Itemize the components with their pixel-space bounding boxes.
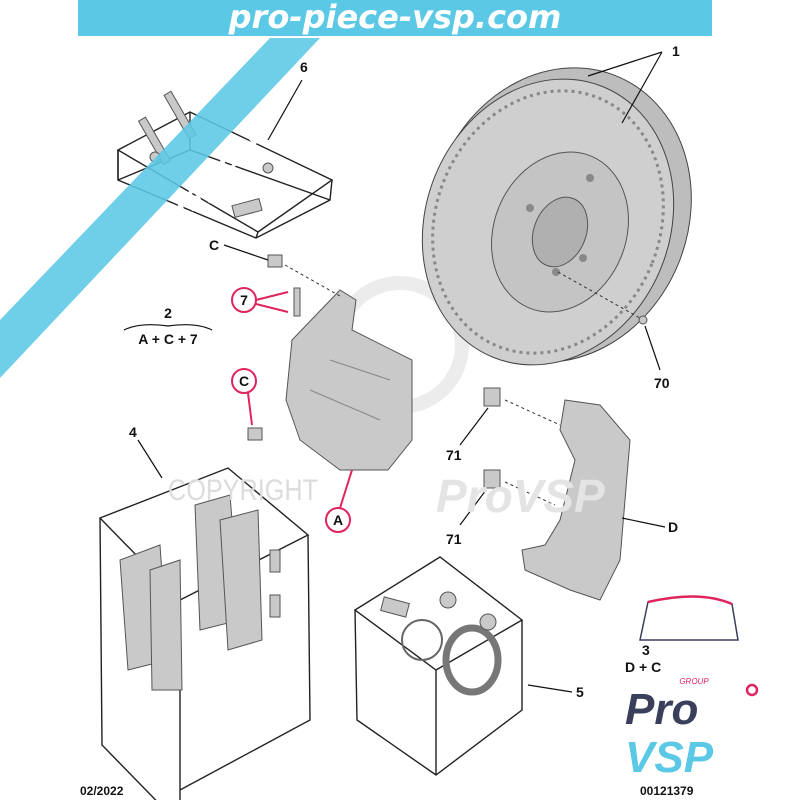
callout-71-lower: 71 <box>446 531 462 547</box>
axis-line-70 <box>557 271 641 319</box>
footer-date: 02/2022 <box>80 784 124 798</box>
leader-4 <box>137 439 163 479</box>
callout-70: 70 <box>654 375 670 391</box>
brake-pad-kit-box <box>98 467 311 800</box>
callout-1: 1 <box>672 43 680 59</box>
callout-3: 3 <box>642 642 650 658</box>
callout-a: A <box>333 512 343 528</box>
callout-2-contents: A + C + 7 <box>138 331 198 347</box>
highlight-a <box>325 507 351 533</box>
brace-2 <box>123 324 213 331</box>
footer-reference: 00121379 <box>640 784 694 798</box>
diagonal-watermark: pro-piece-vsp.com <box>0 38 320 378</box>
callout-c-upper: C <box>209 237 219 253</box>
caliper-bolt-lower <box>247 427 263 441</box>
logo-pro: Pro <box>625 685 698 734</box>
caliper-bolt-upper <box>267 254 283 268</box>
bleed-screw <box>293 287 301 317</box>
arrow-c <box>247 392 253 426</box>
callout-71-upper: 71 <box>446 447 462 463</box>
car-outline-icon <box>639 595 739 641</box>
logo-vsp: VSP <box>625 733 714 782</box>
bracket-bolt-lower <box>483 469 501 489</box>
highlight-c <box>231 368 257 394</box>
callout-4: 4 <box>129 424 137 440</box>
leader-6 <box>267 79 303 141</box>
provsp-logo: GROUP Pro VSP <box>625 595 759 782</box>
arrow-7 <box>255 291 289 313</box>
leader-70 <box>644 325 661 371</box>
logo-group: GROUP <box>679 677 709 686</box>
leader-c-upper <box>223 244 269 261</box>
copyright-watermark-text: COPYRIGHT <box>168 474 318 507</box>
copyright-watermark-brand: ProVSP <box>436 470 605 522</box>
axis-lines-71 <box>504 399 561 506</box>
repair-kit-box <box>353 556 524 776</box>
callout-6: 6 <box>300 59 308 75</box>
bracket-bolt-upper <box>483 387 501 407</box>
leader-71 <box>459 407 489 526</box>
brake-disc <box>421 67 692 366</box>
disc-screw <box>638 315 648 325</box>
caliper-bracket <box>521 399 631 601</box>
callout-7: 7 <box>240 292 248 308</box>
brake-caliper <box>285 289 413 471</box>
leader-5 <box>527 684 573 693</box>
leader-1 <box>587 51 663 124</box>
callout-c-lower: C <box>239 373 249 389</box>
callout-3-contents: D + C <box>625 659 661 675</box>
callout-2: 2 <box>164 305 172 321</box>
leader-d <box>621 517 666 528</box>
axis-line-c <box>284 264 341 297</box>
top-banner <box>78 0 712 36</box>
callout-5: 5 <box>576 684 584 700</box>
arrow-a <box>339 469 353 509</box>
callout-d: D <box>668 519 678 535</box>
top-banner-text: pro-piece-vsp.com <box>228 0 562 36</box>
